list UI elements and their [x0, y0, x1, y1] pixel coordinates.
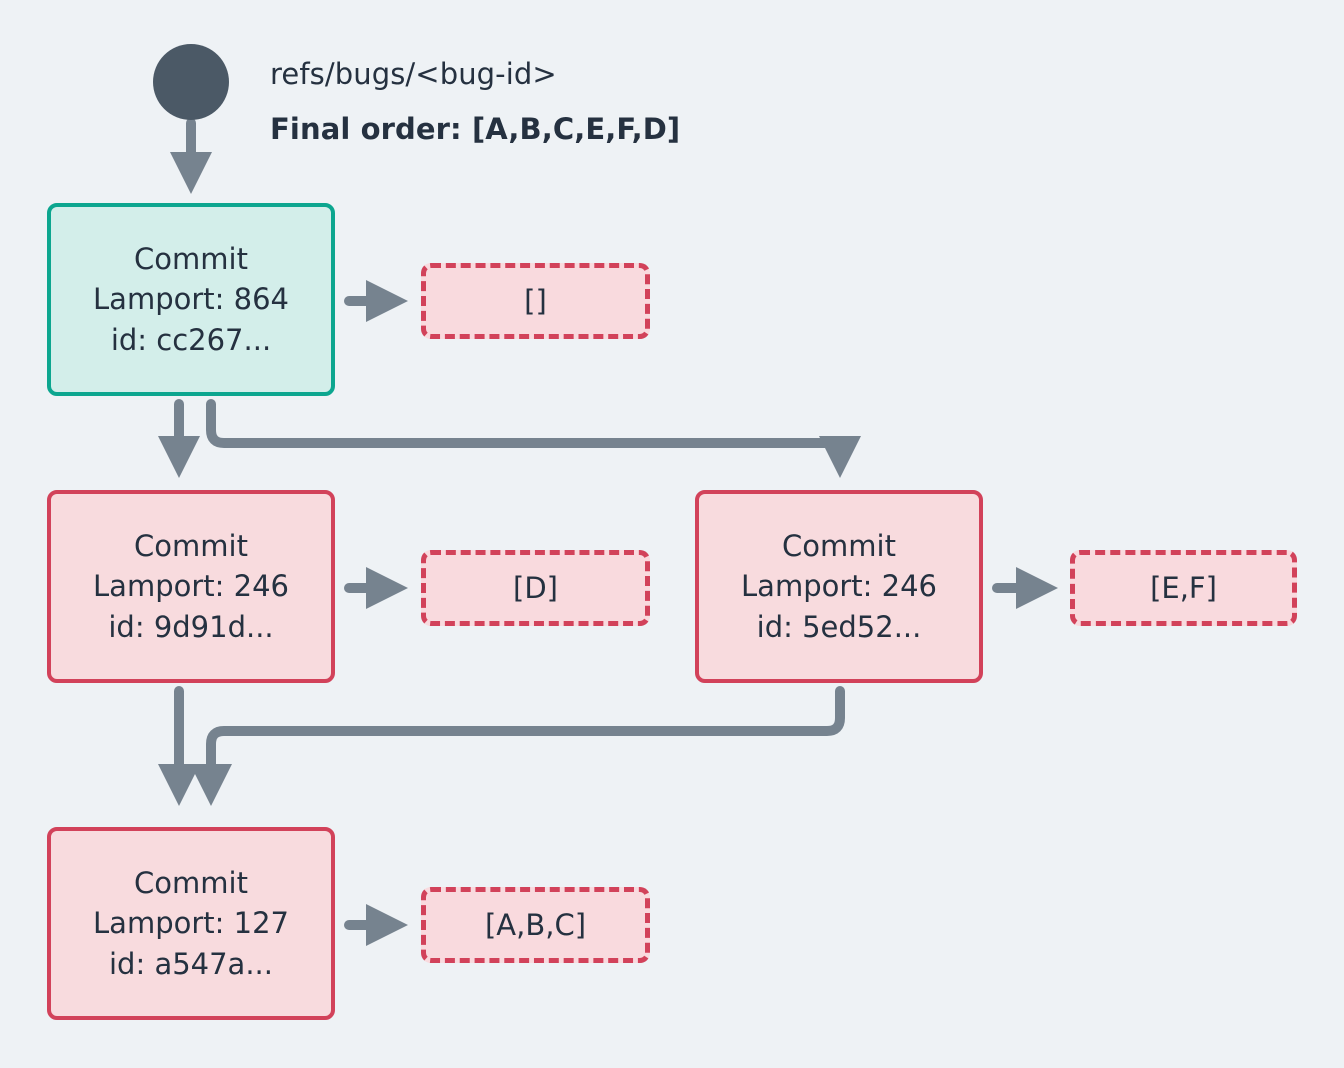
operations-box-5ed52[interactable]: [E,F] — [1070, 550, 1297, 626]
edge-cc267-to-5ed52 — [206, 399, 861, 479]
commit-lamport: Lamport: 246 — [93, 569, 289, 604]
commit-title: Commit — [134, 866, 248, 901]
commit-short-id: id: 9d91d... — [108, 609, 274, 644]
edge-5ed52-to-a547a — [189, 686, 845, 807]
operations-box-9d91d[interactable]: [D] — [421, 550, 650, 626]
commit-title: Commit — [134, 529, 248, 564]
operations-box-cc267[interactable]: [] — [421, 263, 650, 339]
ref-root-node[interactable] — [153, 44, 229, 120]
commit-short-id: id: cc267... — [110, 322, 272, 357]
commit-title: Commit — [782, 529, 896, 564]
commit-lamport: Lamport: 127 — [93, 906, 289, 941]
operations-box-a547a[interactable]: [A,B,C] — [421, 887, 650, 963]
commit-short-id: id: 5ed52... — [756, 609, 922, 644]
ref-label: refs/bugs/<bug-id> — [270, 57, 557, 91]
commit-title: Commit — [134, 242, 248, 277]
commit-lamport: Lamport: 246 — [741, 569, 937, 604]
commit-short-id: id: a547a... — [108, 946, 273, 981]
final-order-label: Final order: [A,B,C,E,F,D] — [270, 112, 681, 146]
commit-lamport: Lamport: 864 — [93, 282, 289, 317]
